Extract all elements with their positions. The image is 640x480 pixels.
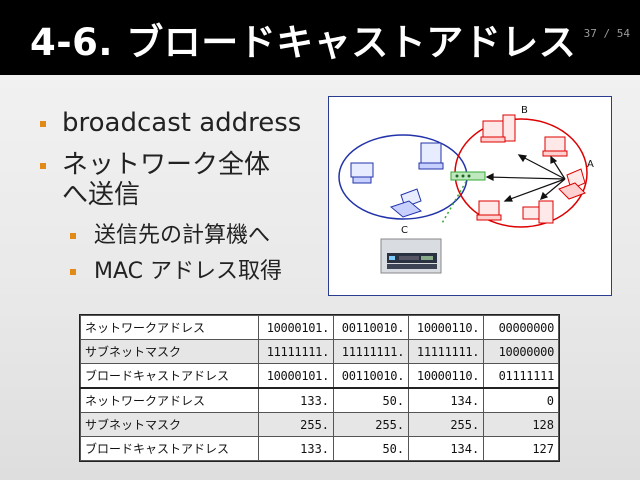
dec-cell: 134. [408, 436, 485, 461]
dec-cell: 255. [408, 412, 485, 437]
label-c: C [401, 225, 408, 236]
row-label: ネットワークアドレス [80, 315, 259, 340]
red-pc-icon-bottom [476, 200, 502, 221]
bin-cell: 11111111. [257, 339, 335, 364]
table-row-binary-network: ネットワークアドレス 10000101. 00110010. 10000110.… [80, 315, 559, 340]
dec-cell: 127 [483, 436, 559, 461]
dec-cell: 133. [257, 436, 335, 461]
bullet-to-destination: 送信先の計算機へ [38, 222, 318, 250]
bin-cell: 00110010. [333, 315, 410, 340]
blue-laptop-icon [389, 188, 423, 218]
bin-cell: 01111111 [483, 363, 559, 389]
bin-cell: 10000110. [408, 363, 485, 389]
row-label: サブネットマスク [80, 339, 259, 364]
bin-cell: 10000101. [257, 363, 335, 389]
row-label: ブロードキャストアドレス [80, 436, 259, 461]
blue-server-icon [418, 142, 444, 170]
dec-cell: 255. [257, 412, 335, 437]
bullet-get-mac: MAC アドレス取得 [38, 258, 318, 286]
router-link [440, 172, 472, 226]
dec-cell: 50. [333, 387, 410, 413]
row-label: ブロードキャストアドレス [80, 363, 259, 389]
table-row-binary-broadcast: ブロードキャストアドレス 10000101. 00110010. 1000011… [80, 363, 559, 389]
dec-cell: 0 [483, 387, 559, 413]
row-label: サブネットマスク [80, 412, 259, 437]
hub-icon [450, 171, 486, 181]
network-svg: B A C [338, 105, 594, 274]
dec-cell: 50. [333, 436, 410, 461]
label-a: A [587, 159, 594, 170]
bullet-list: broadcast address ネットワーク全体へ送信 送信先の計算機へ M… [38, 108, 318, 294]
bin-cell: 10000110. [408, 315, 485, 340]
red-pc-icon [542, 136, 568, 157]
table-row-decimal-mask: サブネットマスク 255. 255. 255. 128 [80, 412, 559, 437]
broadcast-network-diagram: B A C [328, 96, 612, 296]
title-bar: 4-6. ブロードキャストアドレス 37 / 54 [0, 0, 640, 75]
bullet-send-to-network: ネットワーク全体へ送信 [38, 150, 292, 210]
bin-cell: 10000101. [257, 315, 335, 340]
dec-cell: 134. [408, 387, 485, 413]
address-table: ネットワークアドレス 10000101. 00110010. 10000110.… [79, 314, 560, 462]
bin-cell: 10000000 [483, 339, 559, 364]
router-photo [380, 238, 442, 274]
bin-cell: 00110010. [333, 363, 410, 389]
bin-cell: 11111111. [408, 339, 485, 364]
table-row-decimal-broadcast: ブロードキャストアドレス 133. 50. 134. 127 [80, 436, 559, 461]
red-laptop-icon-a [558, 168, 586, 200]
table-row-decimal-network: ネットワークアドレス 133. 50. 134. 0 [80, 387, 559, 413]
bullet-broadcast-address: broadcast address [38, 108, 318, 138]
slide-title: 4-6. ブロードキャストアドレス [30, 21, 577, 64]
page-number: 37 / 54 [583, 27, 630, 40]
row-label: ネットワークアドレス [80, 387, 259, 413]
bin-cell: 00000000 [483, 315, 559, 340]
dec-cell: 255. [333, 412, 410, 437]
red-server-icon [522, 200, 554, 224]
bin-cell: 11111111. [333, 339, 410, 364]
blue-pc-icon [350, 162, 374, 184]
label-b: B [521, 105, 528, 116]
dec-cell: 128 [483, 412, 559, 437]
dec-cell: 133. [257, 387, 335, 413]
red-server-icon-b [480, 114, 516, 143]
table-row-binary-mask: サブネットマスク 11111111. 11111111. 11111111. 1… [80, 339, 559, 364]
broadcast-arrows [485, 154, 566, 202]
